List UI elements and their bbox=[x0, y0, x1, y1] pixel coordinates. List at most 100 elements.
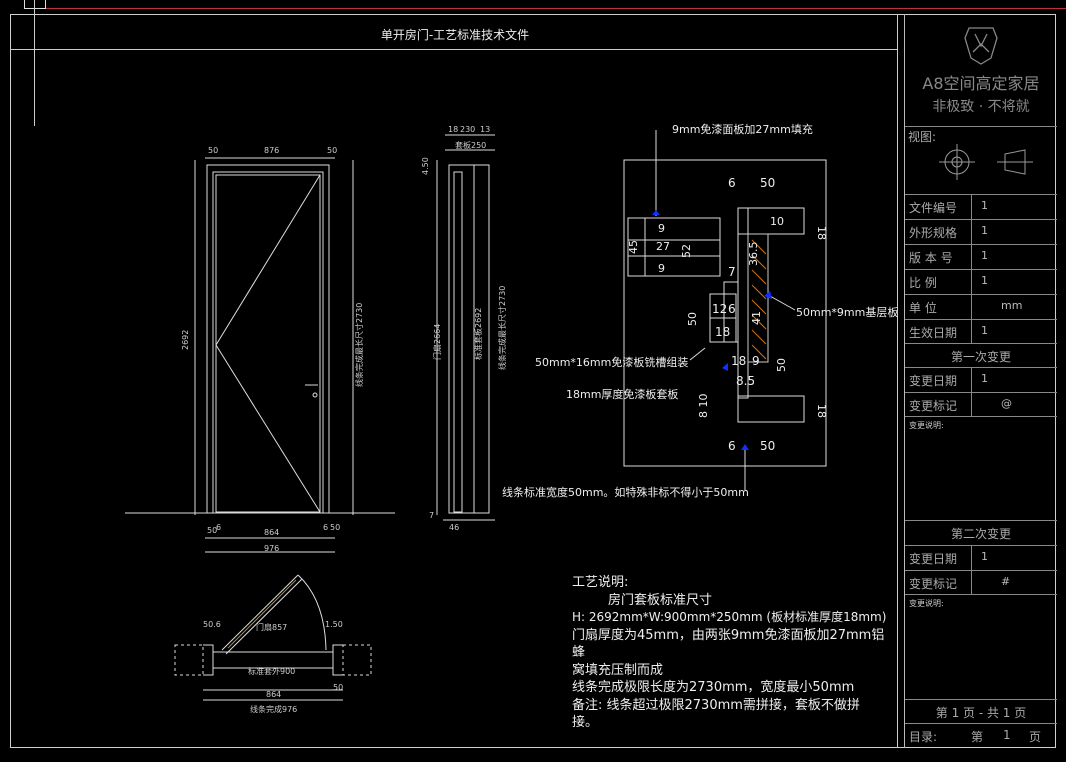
plan-line: 线条完成976 bbox=[250, 704, 297, 714]
dim-2692: 2692 bbox=[181, 330, 190, 350]
change2-note: 变更说明: bbox=[905, 594, 1057, 699]
n9c: 9 bbox=[752, 354, 760, 368]
dim-50a: 50 bbox=[208, 146, 218, 155]
dim-50d: 50 bbox=[330, 523, 340, 532]
notes-l6: 备注: 线条超过极限2730mm需拼接，套板不做拼 bbox=[572, 697, 860, 713]
n9b: 9 bbox=[658, 262, 665, 275]
dim-50b: 50 bbox=[327, 146, 337, 155]
process-notes: 工艺说明: 房门套板标准尺寸 H: 2692mm*W:900mm*250mm (… bbox=[572, 574, 892, 732]
brand-slogan: 非极致 · 不将就 bbox=[932, 99, 1030, 115]
side-230: 230 bbox=[460, 125, 475, 134]
page-title: 单开房门-工艺标准技术文件 bbox=[380, 28, 530, 42]
red-top-line bbox=[40, 8, 1066, 9]
plan-hatch bbox=[227, 579, 297, 649]
notes-l4: 窝填充压制而成 bbox=[572, 662, 664, 678]
n50c: 50 bbox=[775, 358, 788, 372]
plan-150: 1.50 bbox=[325, 620, 343, 629]
plan-std: 标准套外900 bbox=[248, 666, 295, 676]
side-frame: 标准套板2692 bbox=[473, 308, 483, 360]
dim-864: 864 bbox=[264, 528, 279, 537]
n27: 27 bbox=[656, 240, 670, 253]
n50a: 50 bbox=[760, 176, 775, 190]
door-plan-view bbox=[174, 574, 372, 701]
n50d: 50 bbox=[760, 439, 775, 453]
cursor-crosshair bbox=[34, 0, 35, 126]
side-13: 13 bbox=[480, 125, 490, 134]
n18d: 18 bbox=[815, 404, 828, 418]
n41: 41 bbox=[750, 311, 763, 325]
frame-section-detail bbox=[623, 130, 827, 491]
n6b: 6 bbox=[728, 302, 736, 316]
notes-l3: 门扇厚度为45mm，由两张9mm免漆面板加27mm铝蜂 bbox=[572, 627, 885, 661]
dim-50c: 50 bbox=[207, 526, 217, 535]
brand-logo-icon bbox=[964, 27, 998, 65]
n52: 52 bbox=[680, 244, 693, 258]
side-46: 46 bbox=[449, 523, 459, 532]
change1-mark: 变更标记@ bbox=[905, 392, 1057, 417]
notes-l1: 房门套板标准尺寸 bbox=[608, 592, 713, 608]
title-divider bbox=[10, 49, 897, 50]
label-slot: 50mm*16mm免漆板铣槽组装 bbox=[535, 355, 688, 369]
projection-symbol-icon bbox=[939, 144, 1033, 180]
n10: 10 bbox=[770, 215, 784, 228]
n810: 8 10 bbox=[697, 394, 710, 419]
hatch-fill bbox=[751, 239, 767, 360]
brand-name: A8空间高定家居 bbox=[922, 74, 1040, 93]
dim-6a: 6 bbox=[216, 523, 221, 532]
n6a: 6 bbox=[728, 176, 736, 190]
change2-header: 第二次变更 bbox=[905, 520, 1057, 545]
door-side-elevation bbox=[436, 134, 495, 521]
plan-506: 50.6 bbox=[203, 620, 221, 629]
notes-l2: H: 2692mm*W:900mm*250mm (板材标准厚度18mm) bbox=[572, 610, 887, 624]
n365: 36.5 bbox=[747, 242, 760, 267]
bottom-note: 线条标准宽度50mm。如特殊非标不得小于50mm bbox=[502, 485, 749, 499]
n18b: 18 bbox=[715, 325, 730, 339]
notes-l7: 接。 bbox=[572, 715, 599, 730]
notes-heading: 工艺说明: bbox=[572, 575, 629, 590]
n85: 8.5 bbox=[736, 374, 755, 388]
notes-l5: 线条完成极限长度为2730mm，宽度最小50mm bbox=[572, 680, 855, 695]
directory-row: 目录: 第 1 页 bbox=[905, 723, 1057, 748]
n7: 7 bbox=[728, 265, 736, 279]
change2-mark: 变更标记# bbox=[905, 570, 1057, 595]
n6c: 6 bbox=[728, 439, 736, 453]
plan-door: 门扇857 bbox=[256, 622, 287, 632]
label-base: 50mm*9mm基层板 bbox=[796, 305, 898, 319]
side-18: 18 bbox=[448, 125, 458, 134]
side-door: 门扇2664 bbox=[432, 324, 442, 360]
side-7: 7 bbox=[429, 511, 434, 520]
n12: 12 bbox=[712, 302, 727, 316]
n45: 45 bbox=[627, 240, 640, 254]
side-line: 线条完成最长尺寸2730 bbox=[497, 286, 507, 370]
side-450: 4.50 bbox=[421, 157, 430, 175]
dim-line: 线条完成最长尺寸2730 bbox=[354, 303, 364, 387]
red-corner bbox=[24, 0, 46, 9]
n18c: 18 bbox=[731, 354, 746, 368]
leader-arrows bbox=[652, 210, 772, 450]
drawing-frame bbox=[10, 14, 1056, 748]
dim-6b: 6 bbox=[323, 523, 328, 532]
plan-864: 864 bbox=[266, 690, 281, 699]
view-label: 视图: bbox=[908, 130, 937, 144]
dim-976: 976 bbox=[264, 544, 279, 553]
dim-876: 876 bbox=[264, 146, 279, 155]
detail-top-note: 9mm免漆面板加27mm填充 bbox=[672, 122, 813, 136]
cad-drawing[interactable]: 50 876 50 2692 线条完成最长尺寸2730 50 6 864 6 5… bbox=[0, 0, 900, 762]
n9a: 9 bbox=[658, 222, 665, 235]
change1-header: 第一次变更 bbox=[905, 343, 1057, 368]
label-sleeve: 18mm厚度免漆板套板 bbox=[566, 387, 678, 401]
inner-frame-right bbox=[897, 14, 898, 748]
n18a: 18 bbox=[815, 226, 828, 240]
plan-50: 50 bbox=[333, 683, 343, 692]
side-250: 套板250 bbox=[455, 140, 486, 150]
change1-note: 变更说明: bbox=[905, 416, 1057, 521]
